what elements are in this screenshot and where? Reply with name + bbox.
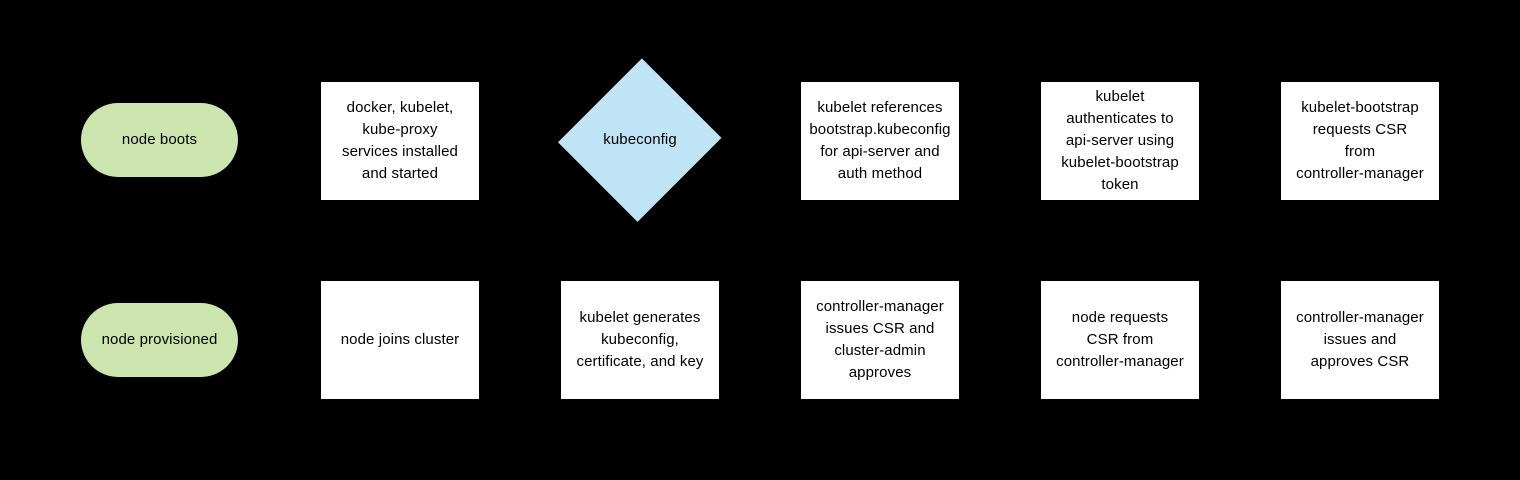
flow-node-label: kubelet references bootstrap.kubeconfig … [809,99,951,182]
flow-node-kubelet-references[interactable]: kubelet references bootstrap.kubeconfig … [801,82,959,200]
flow-node-kubelet-generates[interactable]: kubelet generates kubeconfig, certificat… [561,281,719,399]
flow-node-kubelet-authenticates[interactable]: kubelet authenticates to api-server usin… [1041,82,1199,200]
flow-node-label: node joins cluster [340,331,460,348]
flow-node-kubeconfig[interactable]: kubeconfig [558,58,722,222]
flow-node-label: node requests CSR from controller-manage… [1056,309,1184,370]
flow-node-label: controller-manager issues and approves C… [1296,309,1424,370]
flow-node-bootstrap-requests-csr[interactable]: kubelet-bootstrap requests CSR from cont… [1281,82,1439,200]
flow-node-label: kubeconfig [603,131,677,148]
flow-node-node-boots[interactable]: node boots [81,103,238,177]
flow-node-label: docker, kubelet, kube-proxy services ins… [341,99,458,182]
flow-node-label: kubelet-bootstrap requests CSR from cont… [1296,99,1424,182]
flow-node-label: kubelet authenticates to api-server usin… [1061,88,1179,193]
flow-node-label: node provisioned [101,331,218,348]
flow-node-services-installed[interactable]: docker, kubelet, kube-proxy services ins… [321,82,479,200]
flow-node-node-joins-cluster[interactable]: node joins cluster [321,281,479,399]
flow-node-label: node boots [121,131,198,148]
flow-node-cm-issues-csr[interactable]: controller-manager issues CSR and cluste… [801,281,959,399]
flow-node-label: kubelet generates kubeconfig, certificat… [576,309,704,370]
flow-node-node-requests-csr[interactable]: node requests CSR from controller-manage… [1041,281,1199,399]
flow-node-cm-issues-approves[interactable]: controller-manager issues and approves C… [1281,281,1439,399]
flow-node-label: controller-manager issues CSR and cluste… [816,298,944,381]
flow-node-node-provisioned[interactable]: node provisioned [81,303,238,377]
